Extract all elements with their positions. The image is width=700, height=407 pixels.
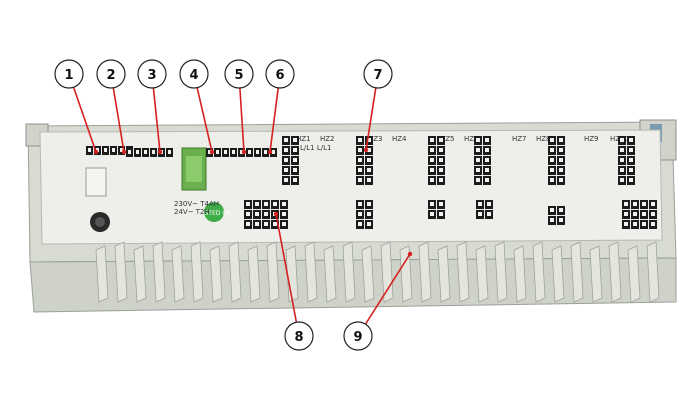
tested-badge xyxy=(204,202,224,222)
cable-fin xyxy=(627,245,641,303)
cable-fin xyxy=(247,245,261,303)
zone-label: HZ1 xyxy=(296,135,311,143)
terminal-block xyxy=(476,200,493,219)
zone-label: HZ3 xyxy=(368,135,383,143)
cable-clamps xyxy=(95,241,660,303)
terminal-block xyxy=(206,148,277,157)
callout-number: 2 xyxy=(106,68,115,83)
cable-fin xyxy=(418,241,432,303)
callout-number: 8 xyxy=(294,330,303,345)
tested-badge-text: TESTED OK xyxy=(196,210,232,217)
cable-fin xyxy=(456,241,470,303)
cable-fin xyxy=(133,245,147,303)
terminal-block xyxy=(622,200,657,229)
callout-number: 7 xyxy=(373,68,382,83)
terminal-blocks xyxy=(86,136,657,229)
callout-2: 2 xyxy=(96,59,127,155)
cable-fin xyxy=(399,245,413,303)
terminal-block xyxy=(474,136,491,185)
cable-fin xyxy=(551,245,565,303)
terminal-block xyxy=(244,200,288,229)
zone-label: HZ9 xyxy=(584,135,599,143)
cable-fin xyxy=(361,245,375,303)
callout-9: 9 xyxy=(343,251,413,351)
terminal-block xyxy=(428,200,445,219)
cable-fin xyxy=(304,241,318,303)
cable-fin xyxy=(190,241,204,303)
cable-fin xyxy=(95,245,109,303)
cable-fin xyxy=(171,245,185,303)
cable-fin xyxy=(475,245,489,303)
cable-fin xyxy=(323,245,337,303)
callout-number: 3 xyxy=(147,68,156,83)
callout-3: 3 xyxy=(137,59,167,155)
zone-label: HZ4 xyxy=(392,135,407,143)
terminal-block xyxy=(356,200,373,229)
callout-7: 7 xyxy=(363,59,393,153)
callout-8: 8 xyxy=(273,211,314,351)
power-rating-text-2: 24V~ T2H xyxy=(174,208,210,216)
terminal-block xyxy=(618,136,635,185)
terminal-block xyxy=(282,136,299,185)
cable-fin xyxy=(342,241,356,303)
cable-fin xyxy=(228,241,242,303)
cable-fin xyxy=(437,245,451,303)
zone-label: HZ7 xyxy=(512,135,527,143)
cable-fin xyxy=(513,245,527,303)
callout-4: 4 xyxy=(179,59,215,155)
terminal-block xyxy=(548,206,565,225)
cable-fin xyxy=(209,245,223,303)
callout-number: 5 xyxy=(234,68,243,83)
terminal-block xyxy=(428,136,445,185)
cable-fin xyxy=(608,241,622,303)
callout-5: 5 xyxy=(224,59,254,155)
cable-fin xyxy=(152,241,166,303)
cable-fin xyxy=(532,241,546,303)
terminal-block xyxy=(548,136,565,185)
callouts: 1 2 3 4 5 6 7 8 9 xyxy=(54,59,413,351)
callout-1: 1 xyxy=(54,59,99,155)
callout-number: 4 xyxy=(189,68,198,83)
circuit-board xyxy=(39,129,663,245)
cable-fin xyxy=(494,241,508,303)
callout-number: 9 xyxy=(353,330,362,345)
zone-label: HZ8 xyxy=(536,135,551,143)
cable-fin xyxy=(114,241,128,303)
zone-label: HZ5 xyxy=(440,135,455,143)
terminal-block xyxy=(356,136,373,185)
cable-fin xyxy=(646,241,660,303)
cable-fin xyxy=(589,245,603,303)
callout-number: 1 xyxy=(64,68,73,83)
cable-fin xyxy=(266,241,280,303)
zone-label: HZ2 xyxy=(320,135,335,143)
cable-fin xyxy=(285,245,299,303)
callout-number: 6 xyxy=(275,68,284,83)
power-rating-text: 230V~ T4AH xyxy=(174,200,219,208)
callout-6: 6 xyxy=(265,59,295,155)
zone-label: HZ6 xyxy=(464,135,479,143)
cable-fin xyxy=(570,241,584,303)
pin-labels: L/L1 L/L1 xyxy=(300,144,331,152)
